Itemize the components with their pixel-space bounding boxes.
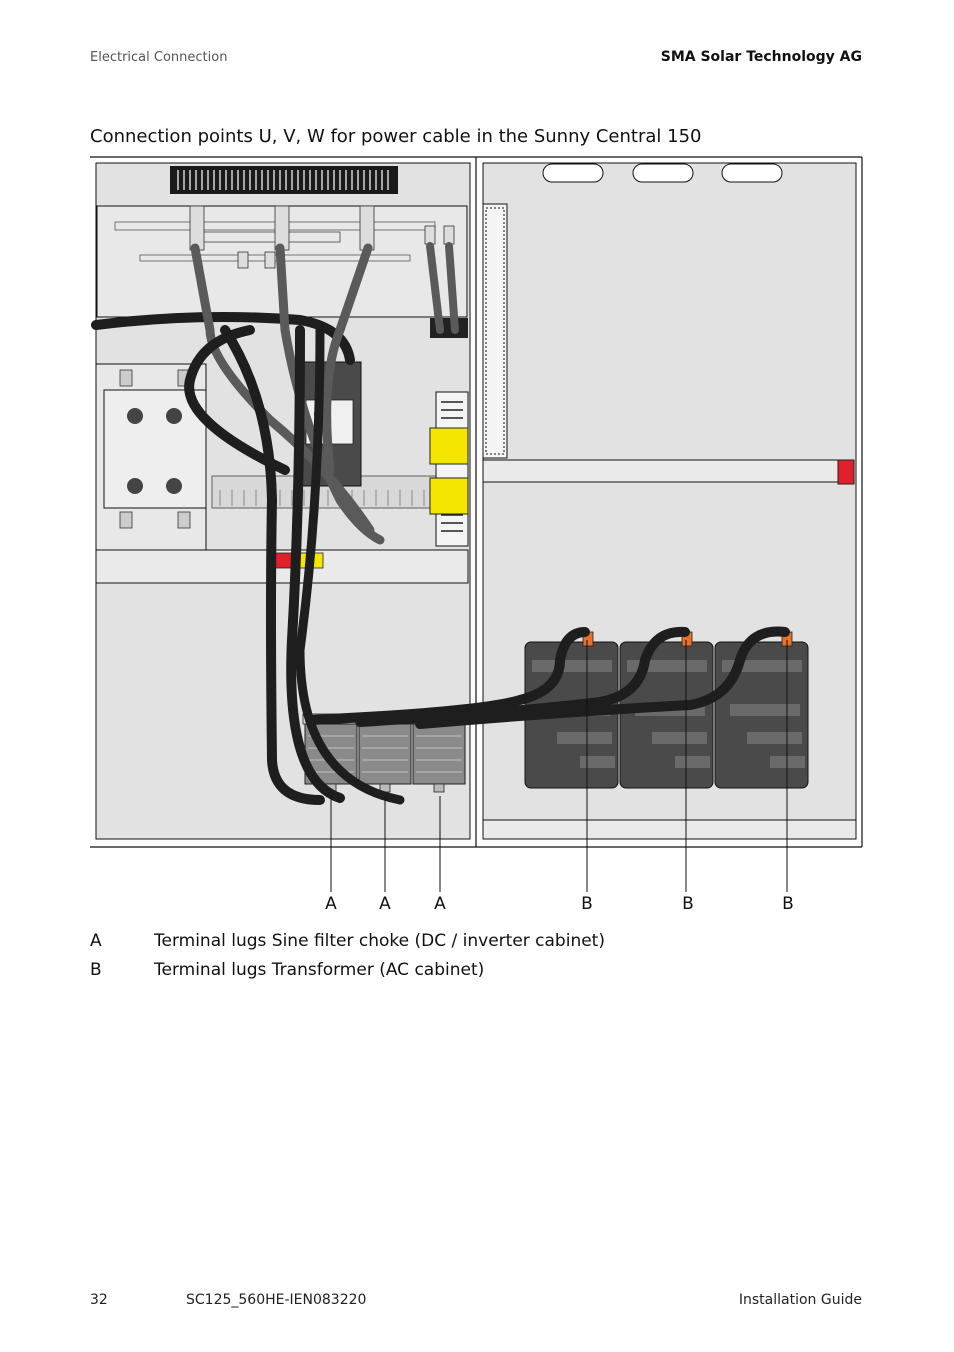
cabinet-frame: [90, 156, 863, 848]
callout-a-3: A: [434, 894, 446, 914]
legend-text: Terminal lugs Sine filter choke (DC / in…: [154, 931, 605, 951]
header-section: Electrical Connection: [90, 50, 228, 65]
power-cables-dc: [91, 242, 459, 805]
callout-lines: [330, 640, 788, 892]
power-cables-ac: [305, 626, 790, 729]
document-type: Installation Guide: [738, 1292, 862, 1308]
legend-key: A: [90, 931, 102, 951]
document-id: SC125_560HE-IEN083220: [186, 1292, 367, 1308]
dc-inverter-cabinet: [91, 162, 471, 840]
callout-b-3: B: [782, 894, 794, 914]
callout-b-2: B: [682, 894, 694, 914]
figure-caption: Connection points U, V, W for power cabl…: [90, 126, 702, 147]
callout-b-1: B: [581, 894, 593, 914]
legend-key: B: [90, 960, 102, 980]
callout-a-2: A: [379, 894, 391, 914]
legend-text: Terminal lugs Transformer (AC cabinet): [154, 960, 485, 980]
page-number: 32: [90, 1292, 108, 1308]
ac-cabinet: [305, 162, 857, 840]
callout-a-1: A: [325, 894, 337, 914]
header-company: SMA Solar Technology AG: [660, 49, 862, 65]
